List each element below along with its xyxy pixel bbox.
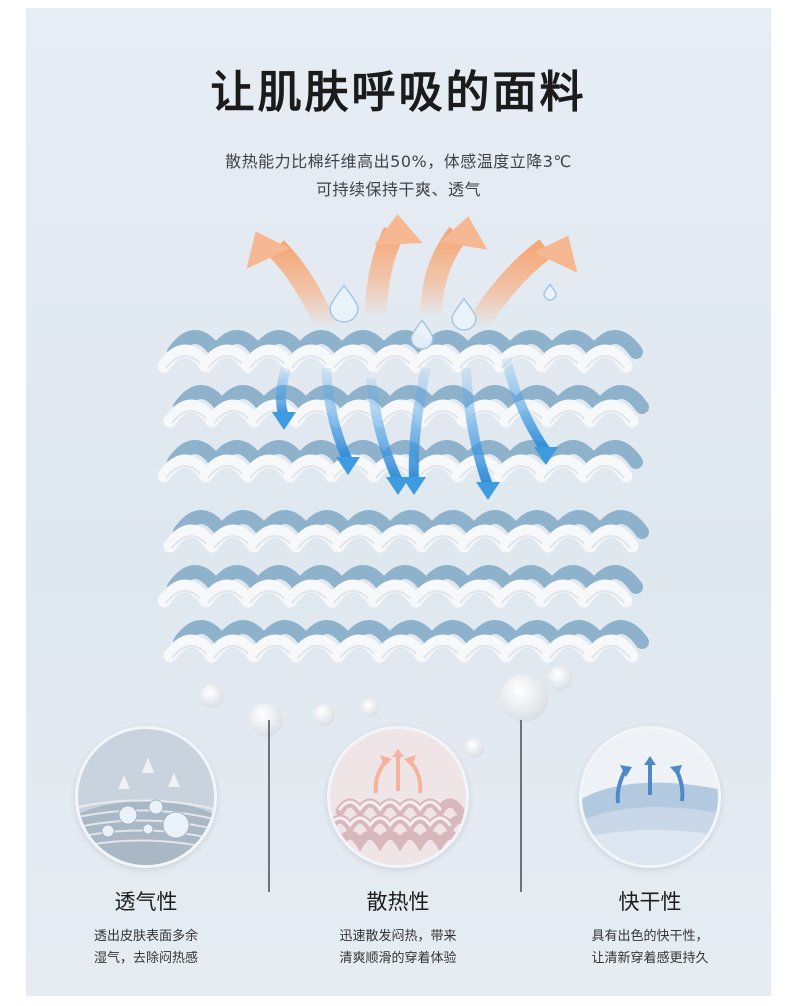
heat-arrow-shaft bbox=[420, 227, 467, 319]
fiber-loop-shade bbox=[591, 535, 631, 549]
moisture-arrow-head bbox=[476, 482, 500, 500]
moisture-arrow-shaft bbox=[461, 367, 493, 488]
water-droplet bbox=[329, 284, 359, 323]
feature-description-line: 迅速散发闷热，带来 bbox=[339, 929, 457, 944]
water-droplets-fabric-icon bbox=[75, 726, 217, 868]
feature-description-line: 让清新穿着感更持久 bbox=[591, 951, 709, 966]
feature-description: 具有出色的快干性， 让清新穿着感更持久 bbox=[575, 926, 725, 970]
heat-release-fabric-icon bbox=[327, 726, 469, 868]
heat-arrow-head bbox=[439, 216, 488, 250]
water-droplet bbox=[410, 319, 434, 350]
quick-dry-fabric-icon bbox=[579, 726, 721, 868]
feature-title: 透气性 bbox=[114, 890, 178, 914]
feature-description-line: 透出皮肤表面多余 bbox=[93, 929, 198, 944]
heat-arrow-head bbox=[533, 235, 578, 273]
heat-arrow-head bbox=[374, 214, 423, 245]
fiber-loop-shade bbox=[585, 590, 625, 604]
heat-arrow-shaft bbox=[365, 227, 404, 319]
headline: 让肌肤呼吸的面料 bbox=[210, 67, 587, 118]
subtitle-line-1: 散热能力比棉纤维高出50%，体感温度立降3℃ bbox=[225, 152, 572, 171]
fabric-layers bbox=[157, 330, 649, 663]
feature-description-line: 清爽顺滑的穿着体验 bbox=[339, 951, 457, 966]
moisture-arrow-head bbox=[272, 412, 296, 430]
particle-ball bbox=[464, 738, 484, 758]
fiber-loop-white bbox=[577, 344, 633, 373]
fiber-loop-shade bbox=[591, 410, 631, 424]
particle-ball bbox=[200, 684, 224, 708]
moisture-arrow-shaft bbox=[321, 367, 353, 464]
particle-ball bbox=[548, 666, 572, 690]
fiber-loop-white bbox=[583, 524, 639, 553]
moisture-arrow-shaft bbox=[366, 377, 403, 484]
heat-arrow-shaft bbox=[268, 240, 337, 333]
divider-right bbox=[520, 720, 522, 892]
particle-ball bbox=[249, 703, 283, 737]
moisture-arrow-shaft bbox=[276, 366, 291, 418]
particle-ball bbox=[313, 704, 335, 726]
moisture-arrow-head bbox=[402, 477, 426, 495]
fiber-loop-white bbox=[577, 454, 633, 483]
feature-title: 快干性 bbox=[618, 890, 682, 914]
fiber-loop-shade bbox=[585, 355, 625, 369]
feature-breathability: 透气性 透出皮肤表面多余 湿气，去除闷热感 bbox=[71, 726, 221, 970]
feature-description-line: 具有出色的快干性， bbox=[591, 929, 709, 944]
water-droplet bbox=[543, 283, 557, 301]
feature-title: 散热性 bbox=[366, 890, 430, 914]
fiber-loop-shade bbox=[591, 645, 631, 659]
fiber-loop-white bbox=[577, 579, 633, 608]
particle-ball bbox=[500, 674, 548, 722]
moisture-arrow-shaft bbox=[501, 356, 551, 454]
feature-description: 迅速散发闷热，带来 清爽顺滑的穿着体验 bbox=[323, 926, 473, 970]
divider-left bbox=[268, 720, 270, 892]
fiber-loop-shade bbox=[585, 465, 625, 479]
heat-arrow-shaft bbox=[466, 239, 553, 334]
moisture-arrow-head bbox=[336, 457, 360, 475]
moisture-arrows bbox=[272, 356, 558, 500]
particle-ball bbox=[361, 699, 379, 717]
feature-description: 透出皮肤表面多余 湿气，去除闷热感 bbox=[71, 926, 221, 970]
subtitle-line-2: 可持续保持干爽、透气 bbox=[315, 180, 481, 199]
heat-arrows bbox=[246, 214, 578, 334]
fiber-loop-white bbox=[583, 399, 639, 428]
fabric-structure-illustration bbox=[157, 214, 649, 758]
feature-description-line: 湿气，去除闷热感 bbox=[93, 951, 198, 966]
heat-arrow-head bbox=[246, 231, 291, 269]
feature-heat-dissipation: 散热性 迅速散发闷热，带来 清爽顺滑的穿着体验 bbox=[323, 726, 473, 970]
moisture-arrow-shaft bbox=[408, 366, 431, 482]
water-droplet bbox=[451, 297, 477, 331]
product-banner: 让肌肤呼吸的面料 散热能力比棉纤维高出50%，体感温度立降3℃ 可持续保持干爽、… bbox=[26, 8, 771, 996]
moisture-arrow-head bbox=[386, 477, 410, 495]
moisture-arrow-head bbox=[534, 447, 558, 465]
water-droplets bbox=[329, 283, 557, 350]
particle-balls bbox=[200, 666, 572, 758]
feature-quick-dry: 快干性 具有出色的快干性， 让清新穿着感更持久 bbox=[575, 726, 725, 970]
fiber-loop-white bbox=[583, 634, 639, 663]
